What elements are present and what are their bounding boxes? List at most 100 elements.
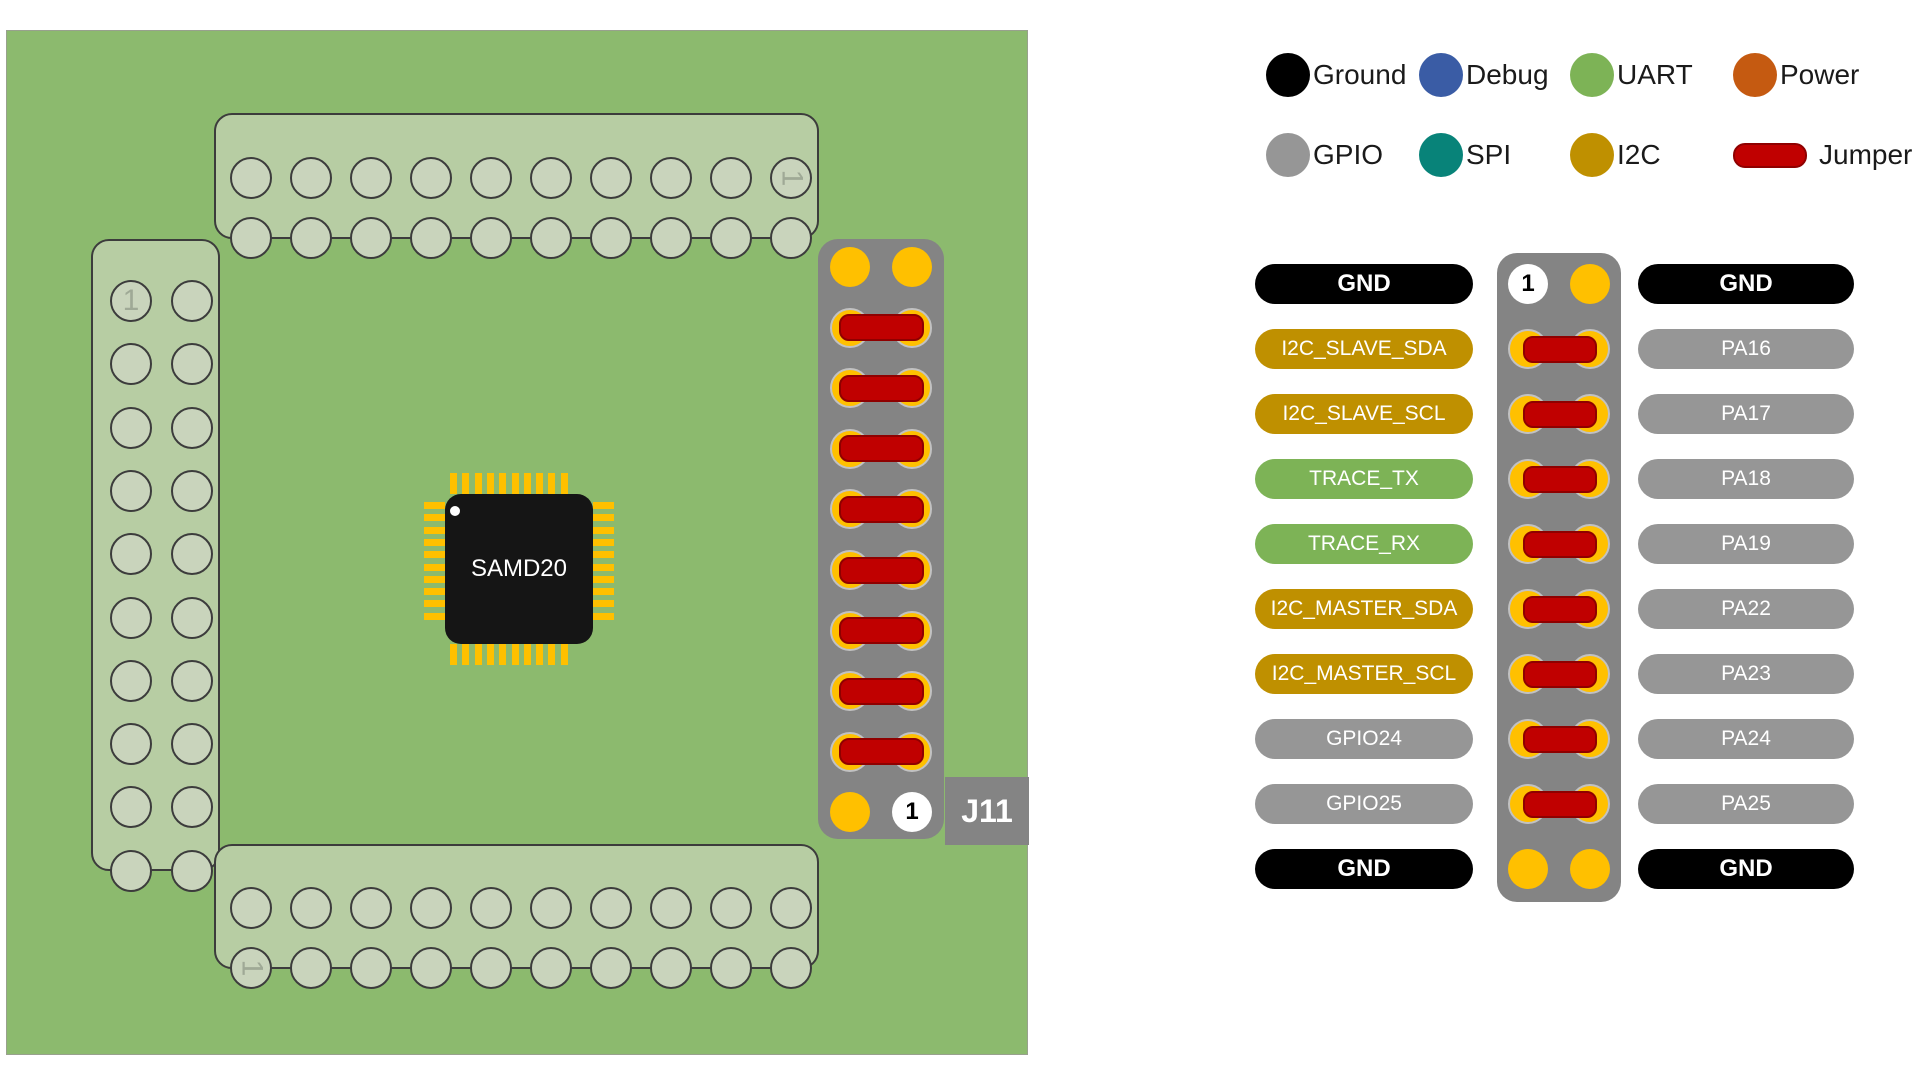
header-pin-hole xyxy=(710,157,752,199)
header-pin-hole xyxy=(171,469,213,512)
diagram-jumper xyxy=(1523,595,1597,623)
header-pin1-marker: 1 xyxy=(235,959,268,977)
header-pin-hole xyxy=(290,947,332,989)
chip-pin-left xyxy=(424,600,445,608)
chip-pin-right xyxy=(593,600,614,608)
chip-pin-left xyxy=(424,588,445,596)
pin-label-right: PA17 xyxy=(1638,394,1854,434)
diagram-pad xyxy=(1570,849,1610,889)
chip-pin-top xyxy=(474,473,482,494)
diagram-jumper xyxy=(1523,790,1597,818)
pin-label-left: TRACE_RX xyxy=(1255,524,1473,564)
chip-pin-left xyxy=(424,563,445,571)
debug-swatch xyxy=(1419,53,1463,97)
connector-pad xyxy=(892,247,932,287)
legend-item-i2c: I2C xyxy=(1570,133,1661,177)
header-pin-hole xyxy=(770,887,812,929)
chip-pin-bottom xyxy=(511,644,519,665)
chip-pin-bottom xyxy=(462,644,470,665)
pin-label-right: PA18 xyxy=(1638,459,1854,499)
pin-label-right: PA19 xyxy=(1638,524,1854,564)
header-pin-hole xyxy=(710,217,752,259)
chip-pin-right xyxy=(593,612,614,620)
i2c-swatch xyxy=(1570,133,1614,177)
header-pin-hole xyxy=(470,887,512,929)
chip-pin-top xyxy=(462,473,470,494)
connector-jumper xyxy=(839,677,924,705)
header-pin-hole xyxy=(710,887,752,929)
header-pin-hole xyxy=(350,947,392,989)
chip-pin-right xyxy=(593,538,614,546)
header-pin-hole xyxy=(650,947,692,989)
diagram-jumper xyxy=(1523,530,1597,558)
chip-pin-top xyxy=(548,473,556,494)
connector-pad xyxy=(830,792,870,833)
header-pin-hole xyxy=(350,217,392,259)
legend-item-jumper: Jumper xyxy=(1733,133,1912,177)
chip-pin-left xyxy=(424,514,445,522)
connector-jumper xyxy=(839,495,924,523)
header-pin-hole xyxy=(470,217,512,259)
chip-pin-left xyxy=(424,538,445,546)
header-pin-hole xyxy=(171,406,213,449)
header-pin-hole xyxy=(530,947,572,989)
header-top: 1 xyxy=(214,113,819,259)
pin-label-right: GND xyxy=(1638,849,1854,889)
legend-item-debug: Debug xyxy=(1419,53,1549,97)
legend-item-spi: SPI xyxy=(1419,133,1511,177)
header-pin-hole: 1 xyxy=(110,280,152,322)
chip-pin-right xyxy=(593,575,614,583)
header-pin-hole xyxy=(590,947,632,989)
chip-pin-bottom xyxy=(560,644,568,665)
header-pin-hole xyxy=(410,157,452,199)
header-pin-hole xyxy=(171,786,213,829)
pcb-board: 1 1 1 SAMD20 1 xyxy=(6,30,1028,1055)
header-pin-hole xyxy=(110,849,152,892)
diagram-pad xyxy=(1570,264,1610,304)
power-swatch xyxy=(1733,53,1777,97)
chip-pin-top xyxy=(486,473,494,494)
diagram-connector: 1 xyxy=(1497,253,1621,902)
chip-pin-bottom xyxy=(474,644,482,665)
legend-item-power: Power xyxy=(1733,53,1859,97)
header-pin-hole xyxy=(770,947,812,989)
legend-label: Ground xyxy=(1313,59,1407,90)
header-pin-hole xyxy=(530,217,572,259)
chip-label: SAMD20 xyxy=(470,555,568,582)
legend-label: GPIO xyxy=(1313,139,1384,170)
header-pin-hole xyxy=(590,217,632,259)
connector-pin1: 1 xyxy=(892,792,932,833)
spi-swatch xyxy=(1419,133,1463,177)
header-left: 1 xyxy=(91,239,220,892)
connector-jumper xyxy=(839,374,924,402)
header-pin-hole xyxy=(110,596,152,639)
legend-label: Jumper xyxy=(1819,139,1913,170)
connector-jumper xyxy=(839,617,924,645)
legend-item-ground: Ground xyxy=(1266,53,1406,97)
header-pin-hole xyxy=(171,659,213,702)
pin-label-right: GND xyxy=(1638,264,1854,304)
header-pin-hole xyxy=(110,659,152,702)
pin-label-left: GND xyxy=(1255,264,1473,304)
header-pin-hole xyxy=(350,157,392,199)
chip-pin-top xyxy=(523,473,531,494)
header-pin-hole xyxy=(410,217,452,259)
diagram-pin1: 1 xyxy=(1508,264,1548,304)
pin-label-left: I2C_SLAVE_SDA xyxy=(1255,329,1473,369)
header-pin-hole xyxy=(171,723,213,766)
pin-label-right: PA16 xyxy=(1638,329,1854,369)
header-pin-hole xyxy=(171,849,213,892)
pin-label-left: GPIO25 xyxy=(1255,784,1473,824)
header-pin-hole xyxy=(650,157,692,199)
chip-pin-left xyxy=(424,502,445,509)
header-pin-hole xyxy=(230,217,272,259)
legend-item-uart: UART xyxy=(1570,53,1693,97)
diagram-pad xyxy=(1508,849,1548,889)
chip-pin-top xyxy=(536,473,544,494)
chip-pin-left xyxy=(424,575,445,583)
jumper-swatch xyxy=(1733,142,1807,168)
chip-pin-top xyxy=(560,473,568,494)
pin-label-left: GND xyxy=(1255,849,1473,889)
header-pin-hole xyxy=(770,217,812,259)
chip-pin-top xyxy=(511,473,519,494)
